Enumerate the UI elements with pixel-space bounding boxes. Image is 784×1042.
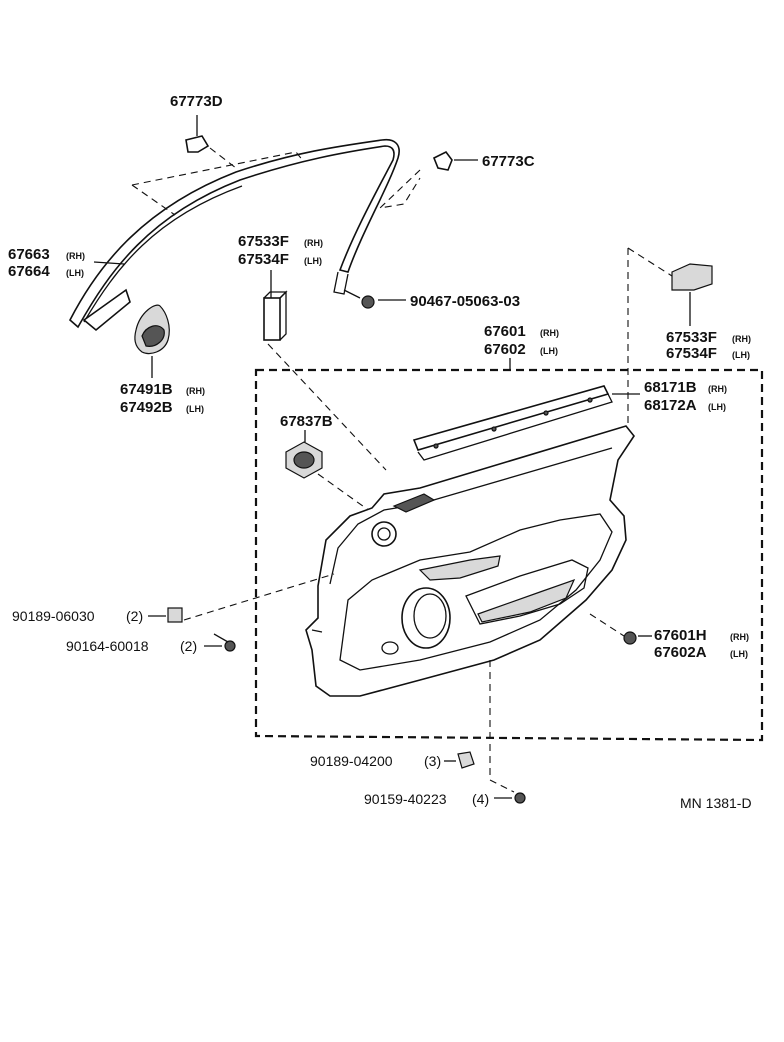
screw-left [204,633,236,652]
cover-67837B [267,343,387,515]
label-67602: 67602 [484,341,526,358]
label-67492B: 67492B [120,399,173,416]
label-67602A-tag: (LH) [730,649,748,659]
guide-top-left-2 [131,184,176,216]
label-67602-tag: (LH) [540,346,558,356]
label-67534F-tag: (LH) [304,256,322,266]
pad-block-right [627,247,713,326]
label-67602A: 67602A [654,644,707,661]
label-right-67533F: 67533F [666,329,717,346]
label-90189-06030-qty: (2) [126,608,143,624]
label-67601: 67601 [484,323,526,340]
clip-right [589,613,652,645]
label-67663-tag: (RH) [66,251,85,261]
label-67491B-tag: (RH) [186,386,205,396]
label-90159-40223: 90159-40223 [364,791,447,807]
screw-bottom [494,792,526,804]
label-90189-04200: 90189-04200 [310,753,393,769]
corner-clip-right [432,150,478,171]
label-67601-tag: (RH) [540,328,559,338]
label-90164-60018-qty: (2) [180,638,197,654]
guide-right-clip [378,169,421,209]
belt-moulding [412,385,640,461]
speaker-grille [134,304,170,378]
label-67534F: 67534F [238,251,289,268]
label-67533F: 67533F [238,233,289,250]
label-67492B-tag: (LH) [186,404,204,414]
label-90164-60018: 90164-60018 [66,638,149,654]
label-67533F-tag: (RH) [304,238,323,248]
assembly-boundary [254,368,764,742]
corner-clip-top-label: 67773D [170,93,223,110]
label-right-67534F: 67534F [666,345,717,362]
label-90189-06030: 90189-06030 [12,608,95,624]
label-68172A: 68172A [644,397,697,414]
label-67491B: 67491B [120,381,173,398]
reference-code: MN 1381-D [680,795,752,811]
pad-block [263,270,288,341]
label-right-67533F-tag: (RH) [732,334,751,344]
clip-left [148,573,335,623]
label-67601H: 67601H [654,627,707,644]
label-68171B-tag: (RH) [708,384,727,394]
label-67773C: 67773C [482,153,535,170]
label-68171B: 68171B [644,379,697,396]
label-67664: 67664 [8,263,50,280]
door-trim-board [305,425,635,697]
weatherstrip-moulding [69,138,400,332]
guide-bottom [489,660,515,793]
label-67663: 67663 [8,246,50,263]
label-90467-05063-03: 90467-05063-03 [410,293,520,310]
label-67601H-tag: (RH) [730,632,749,642]
screw-upper [343,289,406,309]
leader-weatherstrip [93,261,125,265]
label-67773D: 67773D [170,93,223,110]
label-90189-04200-qty: (3) [424,753,441,769]
label-68172A-tag: (LH) [708,402,726,412]
label-67664-tag: (LH) [66,268,84,278]
label-67837B: 67837B [280,413,333,430]
corner-clip-top [185,115,237,169]
label-right-67534F-tag: (LH) [732,350,750,360]
clip-bottom [444,751,475,769]
label-90159-40223-qty: (4) [472,791,489,807]
